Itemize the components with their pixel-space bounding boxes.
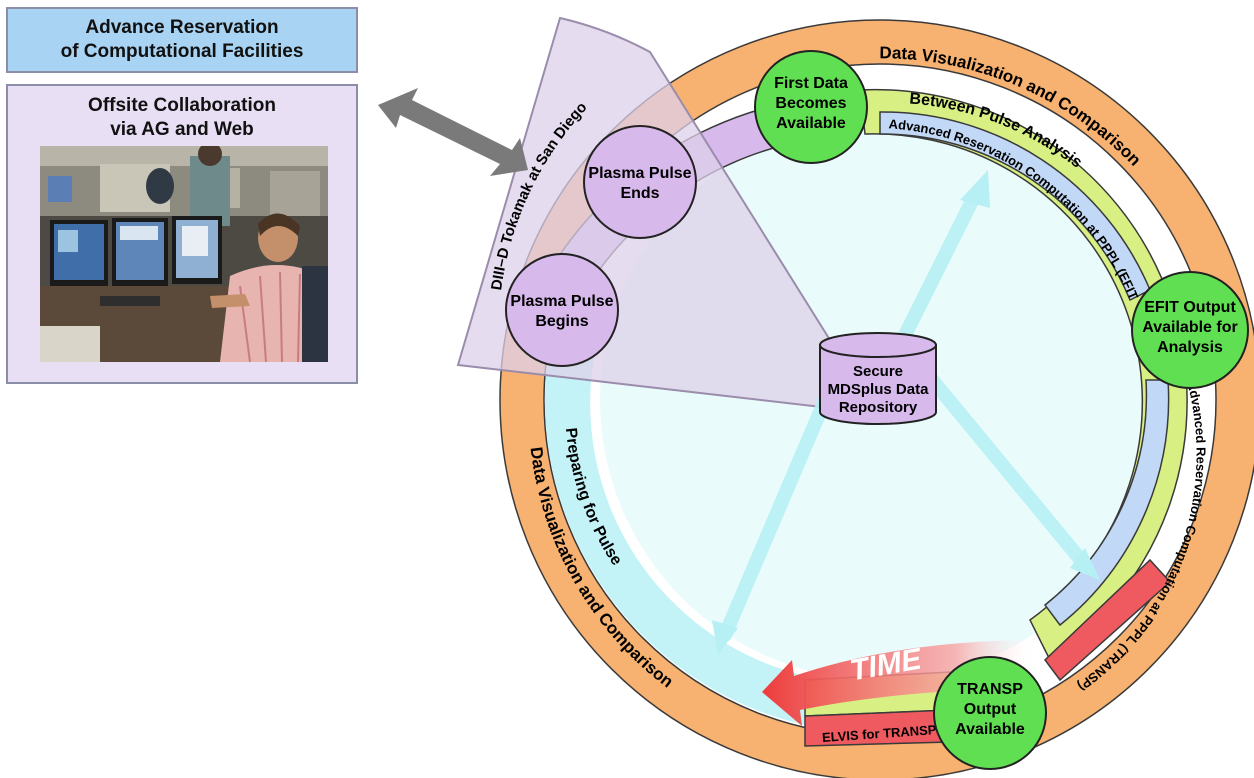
collaboration-double-arrow [378, 88, 528, 176]
node-efit-output: EFIT Output Available for Analysis [1131, 271, 1249, 389]
pulse-ends-line1: Plasma Pulse [588, 165, 691, 182]
node-transp-output: TRANSP Output Available [933, 656, 1047, 770]
node-first-data: First Data Becomes Available [754, 50, 868, 164]
first-data-line2: Becomes [775, 95, 846, 112]
pulse-begins-line2: Begins [535, 313, 588, 330]
control-room-photo [40, 146, 328, 362]
node-pulse-begins: Plasma Pulse Begins [505, 253, 619, 367]
pulse-begins-line1: Plasma Pulse [510, 293, 613, 310]
advance-reservation-line1: Advance Reservation [85, 17, 279, 38]
repository-line1: Secure [853, 363, 903, 380]
efit-output-line3: Analysis [1157, 339, 1223, 356]
transp-output-line3: Available [955, 721, 1025, 738]
efit-output-line1: EFIT Output [1144, 299, 1236, 316]
offsite-collaboration-box: Offsite Collaboration via AG and Web [6, 84, 358, 384]
advance-reservation-line2: of Computational Facilities [60, 41, 304, 62]
transp-output-line2: Output [964, 701, 1017, 718]
transp-computation-band [1043, 379, 1170, 627]
arrow-to-transp [913, 358, 1092, 572]
node-pulse-ends: Plasma Pulse Ends [583, 125, 697, 239]
first-data-line1: First Data [774, 75, 848, 92]
mdsplus-repository: Secure MDSplus Data Repository [819, 332, 937, 425]
outer-visualization-ring [500, 20, 1254, 778]
red-band-right [1044, 558, 1172, 682]
pulse-ends-line2: Ends [620, 185, 659, 202]
advance-reservation-box: Advance Reservation of Computational Fac… [6, 7, 358, 73]
collab-title-line1: Offsite Collaboration [88, 95, 276, 116]
transp-output-line1: TRANSP [957, 681, 1023, 698]
first-data-line3: Available [776, 115, 846, 132]
efit-output-line2: Available for [1142, 319, 1237, 336]
repository-line3: Repository [839, 399, 918, 416]
repository-line2: MDSplus Data [828, 381, 930, 398]
efit-computation-band [879, 111, 1151, 302]
offsite-collaboration-title: Offsite Collaboration via AG and Web [8, 94, 356, 142]
arrow-to-first-data [893, 188, 982, 352]
collab-title-line2: via AG and Web [110, 119, 254, 140]
